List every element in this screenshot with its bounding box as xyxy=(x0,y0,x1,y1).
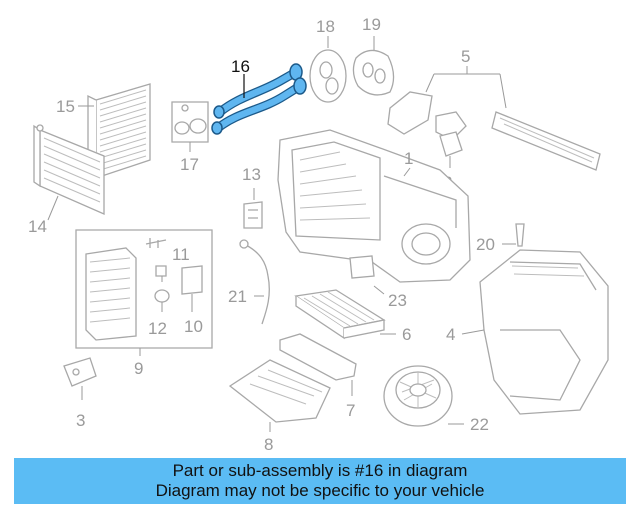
part-6-cabin-filter xyxy=(294,289,386,340)
part-11-screw xyxy=(145,238,167,282)
part-18-grommet xyxy=(309,49,347,103)
part-14-evaporator xyxy=(33,124,105,215)
callout-21: 21 xyxy=(228,287,247,306)
info-banner: Part or sub-assembly is #16 in diagram D… xyxy=(14,458,626,504)
part-1-heater-box xyxy=(277,129,471,283)
part-22-blower-motor xyxy=(383,365,464,427)
callout-19: 19 xyxy=(362,15,381,34)
callout-3: 3 xyxy=(76,411,85,430)
banner-line-2: Diagram may not be specific to your vehi… xyxy=(155,481,485,500)
leader-14 xyxy=(47,195,59,221)
part-12-washer xyxy=(154,289,170,312)
part-13-clip xyxy=(243,188,263,229)
callout-8: 8 xyxy=(264,435,273,454)
part-9-module xyxy=(75,229,213,356)
callout-1: 1 xyxy=(404,149,413,168)
callout-6: 6 xyxy=(402,325,411,344)
callout-20: 20 xyxy=(476,235,495,254)
callout-9: 9 xyxy=(134,359,143,378)
part-19-grommet xyxy=(352,49,395,96)
callout-12: 12 xyxy=(148,319,167,338)
part-7-bracket xyxy=(279,333,357,396)
part-17-clips xyxy=(171,101,209,143)
callout-10: 10 xyxy=(184,317,203,336)
part-8-floor-duct xyxy=(228,359,331,432)
part-10-sensor xyxy=(181,265,203,312)
callout-7: 7 xyxy=(346,401,355,420)
callout-11: 11 xyxy=(172,245,190,264)
callout-16: 16 xyxy=(231,57,250,76)
callout-22: 22 xyxy=(470,415,489,434)
callout-15: 15 xyxy=(56,97,75,116)
leader-4 xyxy=(461,329,485,335)
part-3-bracket xyxy=(63,357,97,400)
callout-13: 13 xyxy=(242,165,261,184)
part-5-flap-assembly xyxy=(387,66,601,171)
part-2-actuator xyxy=(439,131,463,168)
part-4-blower-housing xyxy=(479,249,609,415)
part-20-screw xyxy=(502,223,525,247)
callout-18: 18 xyxy=(316,17,335,36)
callout-17: 17 xyxy=(180,155,199,174)
part-21-drain-hose xyxy=(239,239,270,325)
parts-diagram: 15 14 16 17 18 xyxy=(28,15,609,454)
callout-23: 23 xyxy=(388,291,407,310)
callout-5: 5 xyxy=(461,47,470,66)
part-16-heater-hoses xyxy=(211,63,307,135)
part-23-relay xyxy=(349,255,385,295)
callout-14: 14 xyxy=(28,217,47,236)
leader-1 xyxy=(403,167,411,177)
callout-4: 4 xyxy=(446,325,455,344)
banner-line-1: Part or sub-assembly is #16 in diagram xyxy=(172,461,468,480)
